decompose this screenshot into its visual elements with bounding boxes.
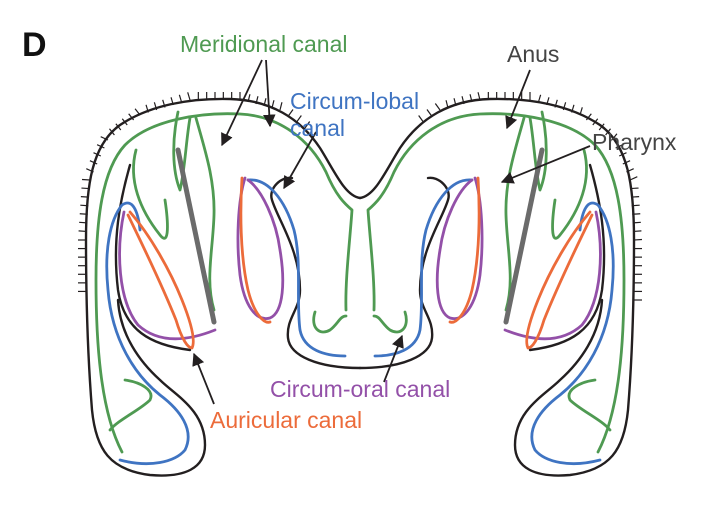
circum-lobal-label-line1: Circum-lobal	[290, 88, 419, 114]
arrow-pharynx	[500, 145, 591, 184]
cilium	[86, 168, 94, 173]
cilium	[79, 213, 88, 215]
cilium	[109, 128, 115, 136]
cilium	[287, 109, 294, 117]
panel-label: D	[22, 26, 47, 64]
cilium	[81, 187, 90, 190]
cilium	[78, 230, 87, 233]
cilium	[187, 92, 191, 101]
cilium	[598, 123, 605, 131]
comb-row-cilia	[78, 92, 643, 301]
cilium	[579, 107, 583, 116]
arrow-circum-oral	[383, 334, 404, 383]
cilium	[89, 160, 98, 165]
arrow-auricular	[192, 352, 215, 405]
cilium	[631, 196, 640, 198]
cilium	[633, 238, 643, 241]
cilium	[633, 230, 642, 233]
cilium	[461, 96, 465, 105]
cilium	[96, 144, 105, 149]
cilium	[571, 104, 575, 113]
cilium	[537, 94, 542, 103]
cilium	[170, 97, 174, 106]
cilium	[263, 98, 267, 107]
auricular-canal-label: Auricular canal	[210, 407, 362, 433]
arrow-anus	[505, 69, 531, 130]
cilium	[418, 115, 424, 123]
arrow-circum-lobal	[283, 131, 317, 190]
meridional-canal-label: Meridional canal	[180, 31, 347, 57]
cilium	[178, 94, 183, 103]
cilium	[554, 99, 558, 108]
cilium	[93, 152, 102, 157]
cilium	[115, 123, 122, 131]
circum-oral-canal-label: Circum-oral canal	[270, 376, 450, 402]
cilium	[626, 168, 634, 173]
cilium	[453, 98, 457, 107]
cilium	[100, 136, 109, 141]
cilium	[255, 96, 259, 105]
cilium	[162, 99, 166, 108]
cilium	[128, 113, 135, 121]
pharynx-label: Pharynx	[592, 129, 677, 155]
right-half	[360, 99, 634, 476]
cilium	[585, 113, 592, 121]
cilium	[121, 118, 128, 126]
cilium	[546, 97, 550, 106]
cilium	[615, 144, 624, 149]
cilium	[618, 152, 627, 157]
cilium	[629, 176, 638, 181]
cilium	[271, 100, 275, 109]
cilium	[592, 118, 599, 126]
cilium	[445, 100, 449, 109]
cilium	[134, 108, 141, 116]
cilium	[605, 128, 611, 136]
cilium	[304, 121, 311, 129]
cilium	[434, 103, 441, 111]
cilium	[153, 102, 158, 111]
cilium	[469, 94, 473, 103]
cilium	[630, 187, 639, 190]
cilium	[632, 213, 641, 215]
cilium	[80, 196, 89, 198]
cilium	[477, 92, 481, 101]
cilium	[145, 104, 149, 113]
circum-lobal-label-line2: canal	[290, 115, 345, 141]
cilium	[632, 221, 641, 224]
cilium	[296, 115, 302, 123]
arrow-meridional-1	[221, 59, 263, 147]
cilium	[562, 102, 567, 111]
cilium	[247, 94, 251, 103]
arrow-meridional-2	[263, 59, 276, 128]
cilium	[622, 160, 631, 165]
anus-label: Anus	[507, 41, 559, 67]
cilium	[81, 178, 91, 181]
cilium	[631, 204, 640, 207]
cilium	[79, 221, 88, 224]
cilium	[80, 204, 89, 207]
cilium	[611, 133, 618, 141]
cilium	[279, 102, 283, 111]
cilium	[426, 109, 433, 117]
